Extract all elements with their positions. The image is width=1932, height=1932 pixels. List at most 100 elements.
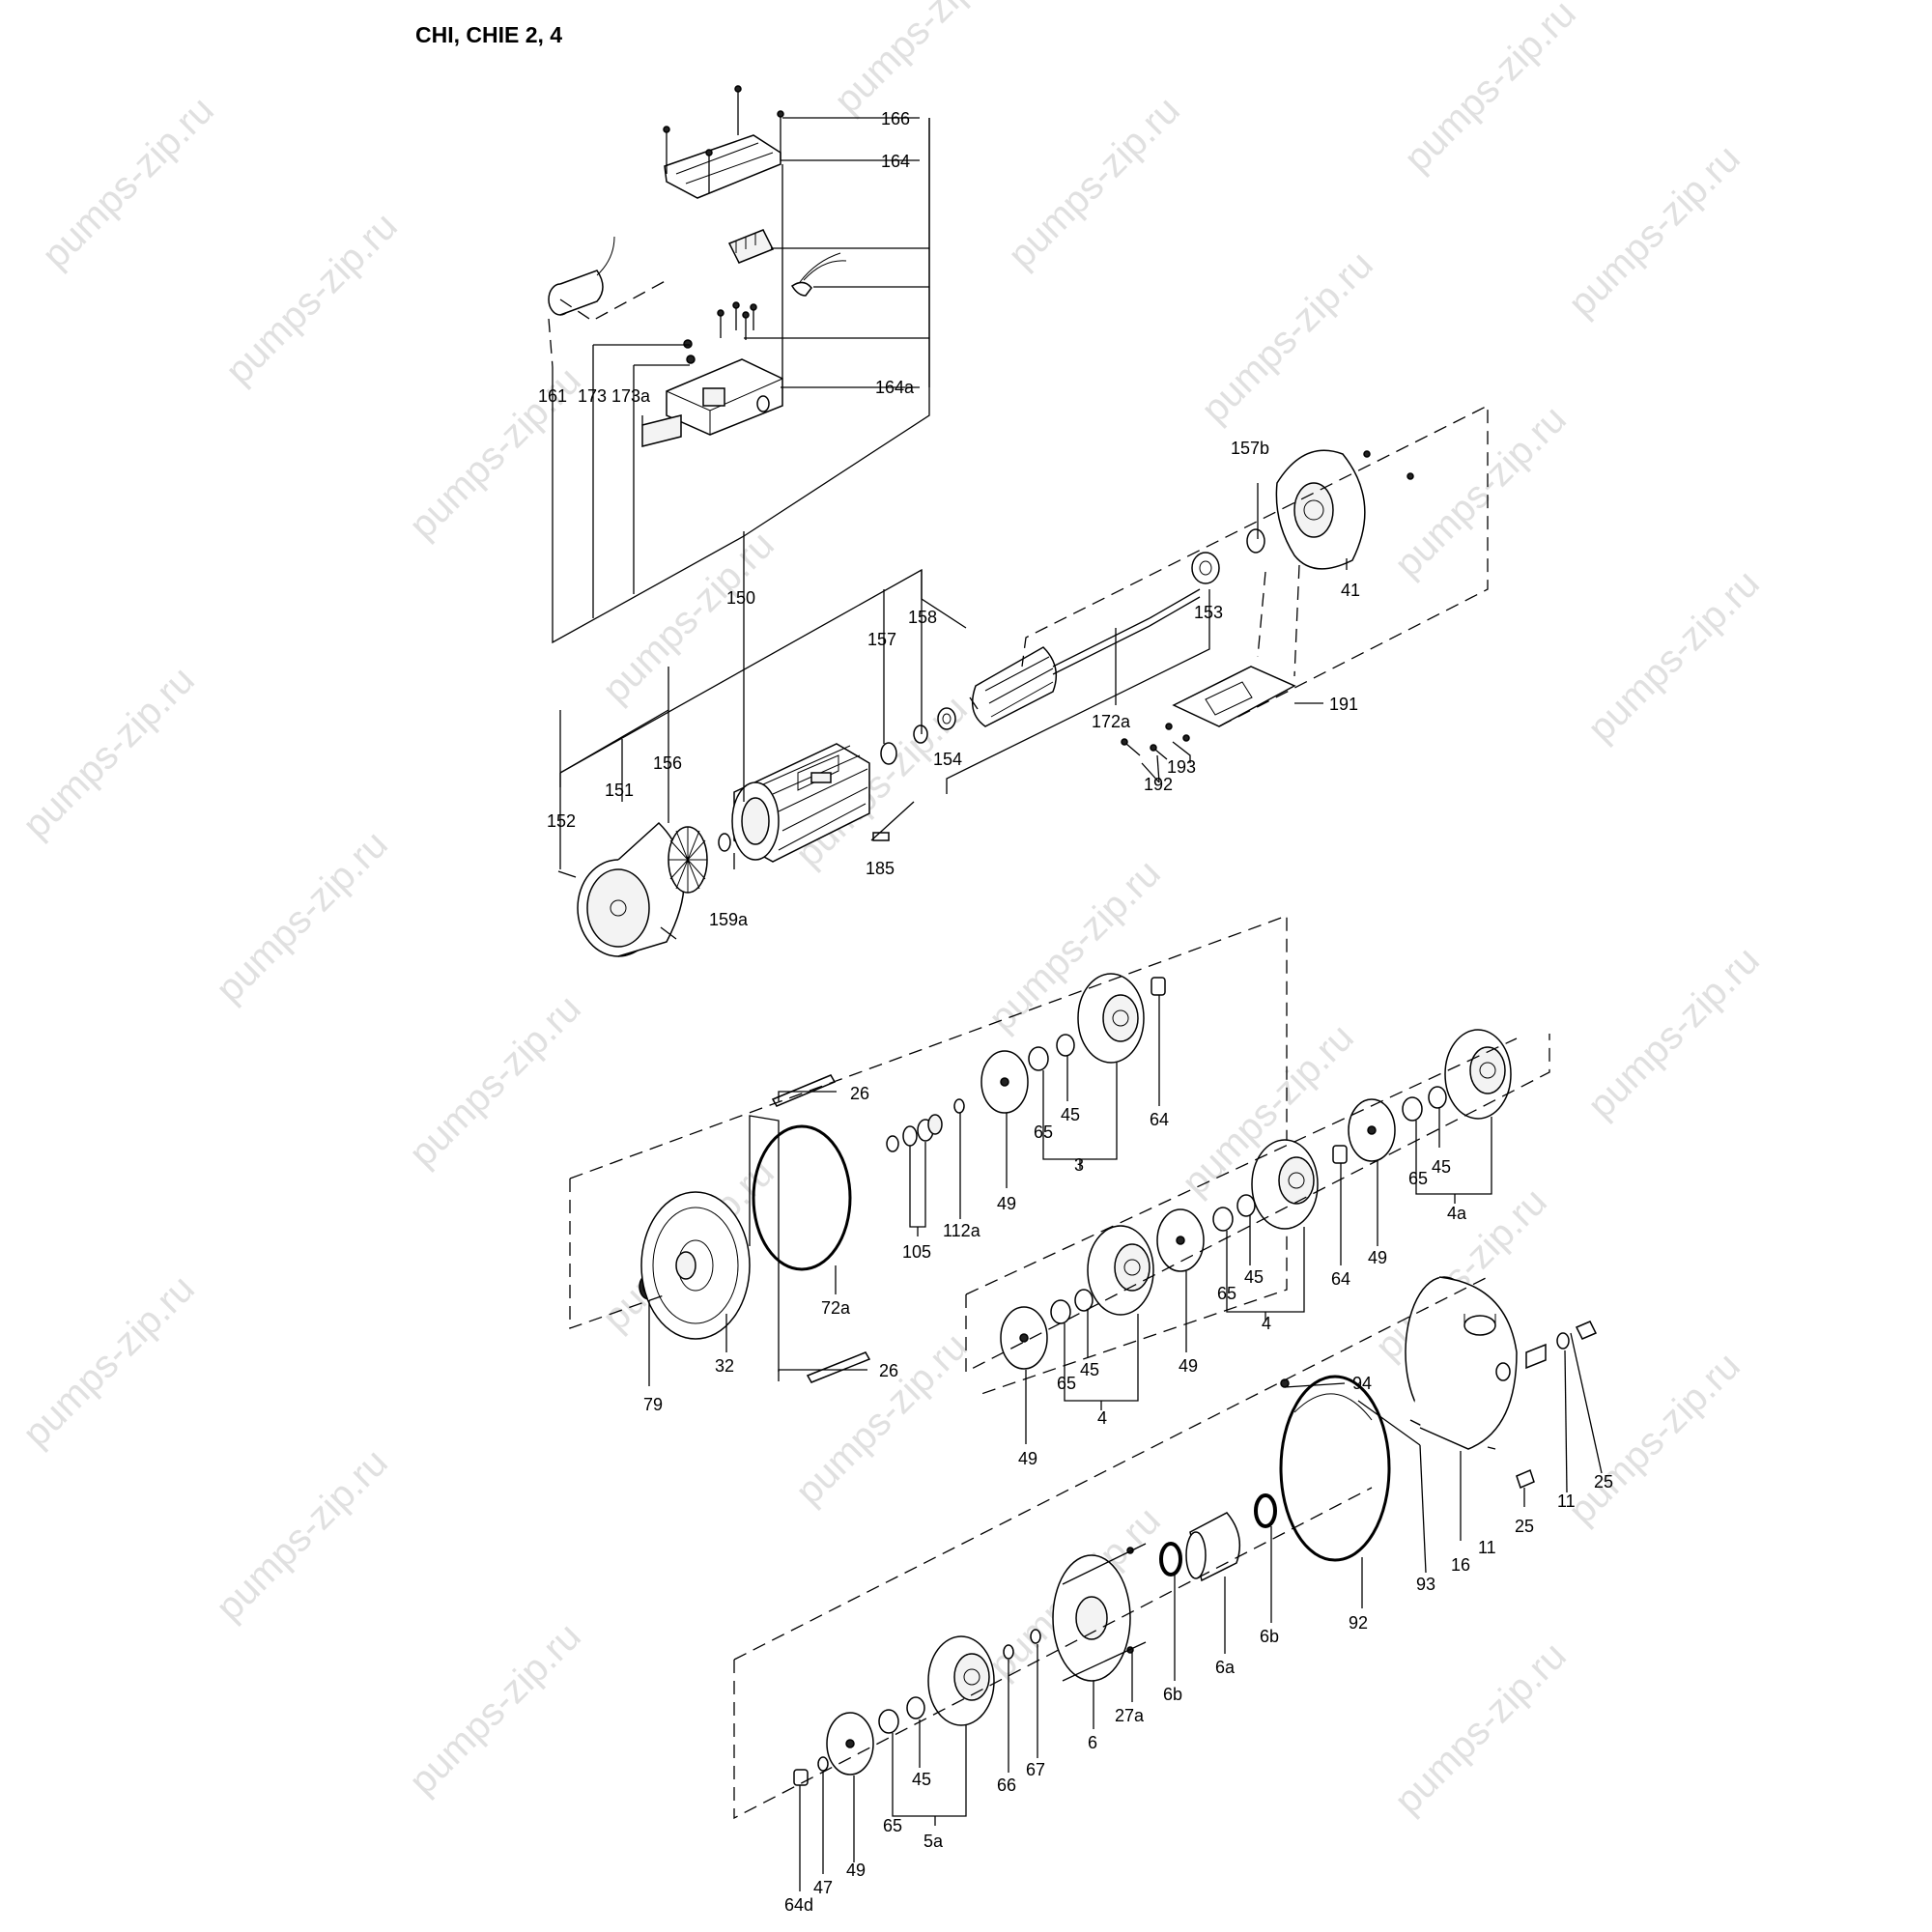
label-45-middle: 45	[1244, 1267, 1264, 1287]
watermark-layer: pumps-zip.ru pumps-zip.ru pumps-zip.ru p…	[14, 0, 1768, 1822]
label-65-right: 65	[1408, 1169, 1428, 1188]
label-65-bottom: 65	[883, 1816, 902, 1835]
label-66: 66	[997, 1776, 1016, 1795]
label-72a: 72a	[821, 1298, 851, 1318]
label-161: 161	[538, 386, 567, 406]
hydraulic-middle-leaders	[965, 1034, 1550, 1444]
hydraulic-bottom	[793, 1276, 1598, 1786]
label-154: 154	[933, 750, 962, 769]
label-49-bottom: 49	[846, 1861, 866, 1880]
motor-leaders	[559, 404, 1489, 869]
label-166: 166	[881, 109, 910, 128]
diagram-title: CHI, CHIE 2, 4	[415, 22, 562, 47]
label-49-right: 49	[1368, 1248, 1387, 1267]
label-173: 173	[578, 386, 607, 406]
label-192: 192	[1144, 775, 1173, 794]
label-45-lower: 45	[1080, 1360, 1099, 1379]
watermark: pumps-zip.ru	[787, 1325, 976, 1514]
label-47: 47	[813, 1878, 833, 1897]
label-27a: 27a	[1115, 1706, 1145, 1725]
label-45-bottom: 45	[912, 1770, 931, 1789]
label-191: 191	[1329, 695, 1358, 714]
label-105: 105	[902, 1242, 931, 1262]
watermark: pumps-zip.ru	[208, 823, 396, 1011]
watermark: pumps-zip.ru	[217, 205, 406, 393]
label-4-middle: 4	[1262, 1314, 1271, 1333]
label-65-middle: 65	[1217, 1284, 1236, 1303]
label-112a: 112a	[943, 1221, 981, 1240]
label-65-lower: 65	[1057, 1374, 1076, 1393]
label-159a: 159a	[709, 910, 749, 929]
label-79: 79	[643, 1395, 663, 1414]
label-26-top: 26	[850, 1084, 869, 1103]
watermark: pumps-zip.ru	[1560, 137, 1748, 326]
label-156: 156	[653, 753, 682, 773]
hydraulic-upper-leaders	[569, 915, 1288, 1397]
watermark: pumps-zip.ru	[401, 1615, 589, 1804]
hydraulic-upper	[639, 973, 1166, 1383]
label-164: 164	[881, 152, 910, 171]
watermark: pumps-zip.ru	[1560, 1345, 1748, 1533]
label-67: 67	[1026, 1760, 1045, 1779]
label-92: 92	[1349, 1613, 1368, 1633]
watermark: pumps-zip.ru	[594, 524, 782, 712]
label-11-right: 11	[1557, 1492, 1576, 1511]
label-193: 193	[1167, 757, 1196, 777]
label-6b-left: 6b	[1163, 1685, 1182, 1704]
label-4-lower: 4	[1097, 1408, 1107, 1428]
label-41: 41	[1341, 581, 1360, 600]
label-93: 93	[1416, 1575, 1435, 1594]
watermark: pumps-zip.ru	[1386, 398, 1575, 586]
watermark: pumps-zip.ru	[1193, 243, 1381, 432]
label-94: 94	[1352, 1374, 1372, 1393]
watermark: pumps-zip.ru	[1386, 1634, 1575, 1823]
label-150: 150	[726, 588, 755, 608]
label-25-lower: 25	[1515, 1517, 1534, 1536]
label-64-top: 64	[1150, 1110, 1169, 1129]
label-5a: 5a	[923, 1832, 944, 1851]
watermark: pumps-zip.ru	[14, 1267, 203, 1456]
label-45-right: 45	[1432, 1157, 1451, 1177]
label-185: 185	[866, 859, 895, 878]
label-151: 151	[605, 781, 634, 800]
label-49-middle: 49	[1179, 1356, 1198, 1376]
label-11-lower: 11	[1478, 1538, 1496, 1557]
label-25-right: 25	[1594, 1472, 1613, 1492]
label-6a: 6a	[1215, 1658, 1236, 1677]
label-172a: 172a	[1092, 712, 1131, 731]
label-152: 152	[547, 811, 576, 831]
watermark: pumps-zip.ru	[1396, 0, 1584, 180]
hydraulic-bottom-leaders	[733, 1276, 1603, 1891]
watermark: pumps-zip.ru	[208, 1441, 396, 1630]
label-26-bottom: 26	[879, 1361, 898, 1380]
motor-group	[557, 449, 1414, 957]
fan-impeller	[668, 826, 708, 894]
watermark: pumps-zip.ru	[1579, 939, 1768, 1127]
label-153: 153	[1194, 603, 1223, 622]
label-173a: 173a	[611, 386, 651, 406]
label-64d: 64d	[784, 1895, 813, 1915]
label-3: 3	[1074, 1155, 1084, 1175]
label-49-top: 49	[997, 1194, 1016, 1213]
label-157b: 157b	[1231, 439, 1269, 458]
label-32: 32	[715, 1356, 734, 1376]
watermark: pumps-zip.ru	[401, 987, 589, 1176]
label-157: 157	[867, 630, 896, 649]
label-64-middle: 64	[1331, 1269, 1350, 1289]
watermark: pumps-zip.ru	[1579, 562, 1768, 751]
part-labels: 166 164 164a 161 173 173a 150 157b 41 15…	[538, 109, 1613, 1915]
label-4a: 4a	[1447, 1204, 1467, 1223]
label-6b-right: 6b	[1260, 1627, 1279, 1646]
watermark: pumps-zip.ru	[1000, 89, 1188, 277]
label-45-top: 45	[1061, 1105, 1080, 1124]
label-158: 158	[908, 608, 937, 627]
label-65-top: 65	[1034, 1122, 1053, 1142]
label-49-lower: 49	[1018, 1449, 1037, 1468]
label-16: 16	[1451, 1555, 1470, 1575]
label-164a: 164a	[875, 378, 915, 397]
label-6: 6	[1088, 1733, 1097, 1752]
watermark: pumps-zip.ru	[34, 89, 222, 277]
hydraulic-middle	[1000, 1029, 1512, 1370]
watermark: pumps-zip.ru	[826, 0, 1014, 122]
